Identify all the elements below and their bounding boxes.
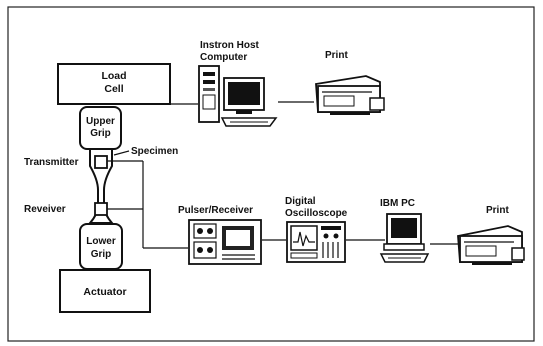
load-cell-label-line1: Load: [101, 70, 126, 82]
actuator-label: Actuator: [83, 286, 126, 298]
printer-icon: [315, 75, 385, 115]
upper-grip-label-line1: Upper: [86, 116, 115, 127]
printer-icon: [457, 225, 525, 265]
host-computer-label-line1: Instron Host: [200, 40, 260, 51]
transmitter-label: Transmitter: [24, 157, 79, 168]
load-cell-label-line2: Cell: [104, 83, 123, 95]
oscilloscope-label-line2: Oscilloscope: [285, 208, 348, 219]
print-bottom-label: Print: [486, 205, 509, 216]
host-computer-label-line2: Computer: [200, 52, 247, 63]
lower-grip-label-line1: Lower: [86, 236, 116, 247]
actuator-box: [59, 269, 151, 313]
load-cell-box: [57, 63, 171, 105]
ibm-pc-label: IBM PC: [380, 198, 415, 209]
oscilloscope-label-line1: Digital: [285, 196, 316, 207]
lower-grip-label-line2: Grip: [91, 249, 112, 260]
receiver-transducer: [94, 202, 108, 216]
oscilloscope-icon: [286, 221, 346, 263]
print-top-label: Print: [325, 50, 348, 61]
desktop-computer-icon: [198, 65, 278, 127]
receiver-label: Reveiver: [24, 204, 66, 215]
pulser-receiver-instrument-icon: [188, 219, 262, 265]
line-loadcell-to-host: [169, 84, 198, 105]
specimen-label: Specimen: [131, 146, 178, 157]
transmitter-transducer: [94, 155, 108, 169]
specimen-leader-line: [113, 150, 130, 156]
upper-grip-label-line2: Grip: [90, 128, 111, 139]
pulser-receiver-label: Pulser/Receiver: [178, 205, 253, 216]
ibm-pc-icon: [379, 213, 430, 263]
